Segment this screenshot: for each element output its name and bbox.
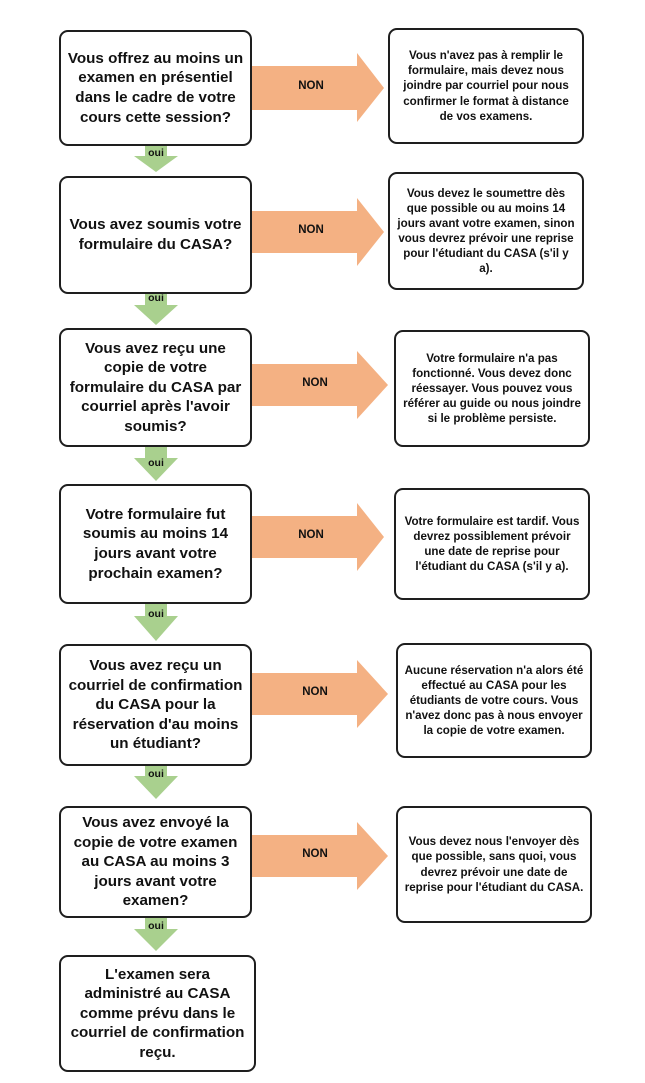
oui-label-6: oui xyxy=(148,920,164,932)
question-box-5: Vous avez reçu un courriel de confirmati… xyxy=(59,644,252,766)
oui-arrow-1 xyxy=(134,145,178,172)
answer-box-6: Vous devez nous l'envoyer dès que possib… xyxy=(396,806,592,923)
oui-arrow-6 xyxy=(134,917,178,951)
final-box: L'examen sera administré au CASA comme p… xyxy=(59,955,256,1072)
non-arrow-2 xyxy=(251,198,384,266)
oui-arrow-5 xyxy=(134,765,178,799)
answer-box-5: Aucune réservation n'a alors été effectu… xyxy=(396,643,592,758)
question-box-2: Vous avez soumis votre formulaire du CAS… xyxy=(59,176,252,294)
non-label-5: NON xyxy=(302,686,328,698)
non-arrow-5 xyxy=(251,660,388,728)
oui-label-4: oui xyxy=(148,608,164,620)
question-box-6: Vous avez envoyé la copie de votre exame… xyxy=(59,806,252,918)
oui-label-5: oui xyxy=(148,768,164,780)
oui-label-2: oui xyxy=(148,292,164,304)
oui-label-1: oui xyxy=(148,147,164,159)
non-arrow-4 xyxy=(251,503,384,571)
non-arrow-1 xyxy=(251,53,384,122)
non-label-6: NON xyxy=(302,848,328,860)
question-box-1: Vous offrez au moins un examen en présen… xyxy=(59,30,252,146)
oui-arrow-2 xyxy=(134,293,178,325)
oui-label-3: oui xyxy=(148,457,164,469)
non-label-1: NON xyxy=(298,80,324,92)
answer-box-1: Vous n'avez pas à remplir le formulaire,… xyxy=(388,28,584,144)
oui-arrow-4 xyxy=(134,603,178,641)
oui-arrow-3 xyxy=(134,446,178,481)
non-label-4: NON xyxy=(298,529,324,541)
non-arrow-3 xyxy=(251,351,388,419)
non-label-3: NON xyxy=(302,377,328,389)
non-label-2: NON xyxy=(298,224,324,236)
answer-box-3: Votre formulaire n'a pas fonctionné. Vou… xyxy=(394,330,590,447)
non-arrow-6 xyxy=(251,822,388,890)
question-box-4: Votre formulaire fut soumis au moins 14 … xyxy=(59,484,252,604)
answer-box-2: Vous devez le soumettre dès que possible… xyxy=(388,172,584,290)
question-box-3: Vous avez reçu une copie de votre formul… xyxy=(59,328,252,447)
answer-box-4: Votre formulaire est tardif. Vous devrez… xyxy=(394,488,590,600)
